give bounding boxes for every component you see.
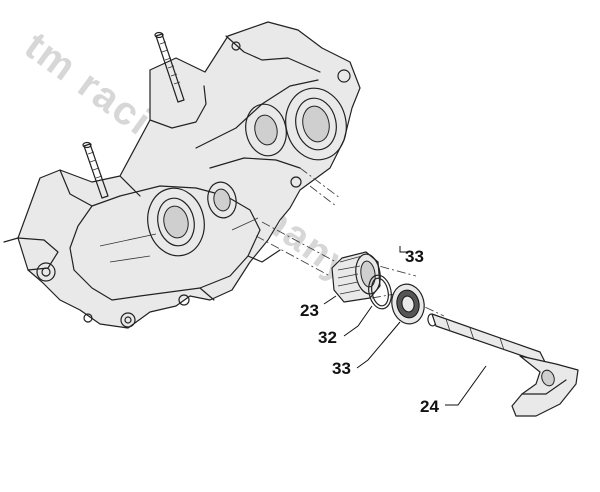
- thin-ring: [368, 274, 392, 310]
- callout-label-partial: 33: [405, 247, 424, 266]
- stud-lower: [82, 141, 109, 199]
- callout-24: 24: [420, 365, 487, 416]
- callout-33: 33: [332, 321, 401, 378]
- callout-23: 23: [300, 295, 337, 320]
- callout-partial-top: 33: [399, 246, 424, 266]
- shaft-seal: [391, 283, 425, 325]
- stud-upper: [154, 31, 185, 103]
- crankcase-half: [3, 21, 361, 329]
- kickstart-shaft: [427, 313, 579, 417]
- callout-label-32: 32: [318, 328, 337, 347]
- callout-label-33: 33: [332, 359, 351, 378]
- callout-32: 32: [318, 305, 373, 347]
- callout-label-23: 23: [300, 301, 319, 320]
- callout-label-24: 24: [420, 397, 439, 416]
